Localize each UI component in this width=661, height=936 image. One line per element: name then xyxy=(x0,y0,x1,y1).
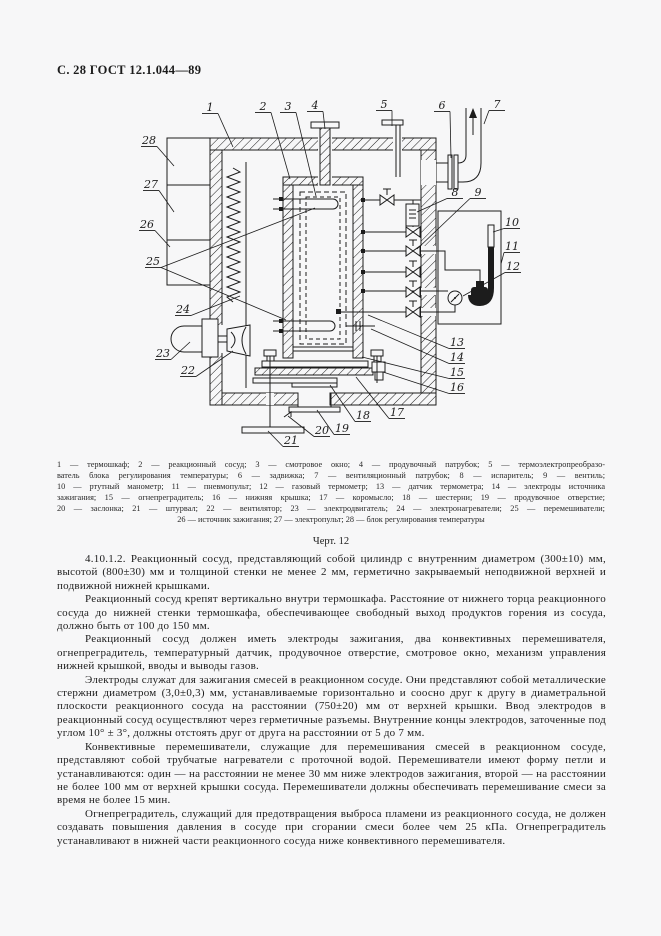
callout-number-25: 25 xyxy=(145,255,160,268)
control-units xyxy=(166,137,211,286)
callout-number-21: 21 xyxy=(283,434,298,447)
callout-number-16: 16 xyxy=(450,381,464,394)
paragraph: 4.10.1.2. Реакционный сосуд, представляю… xyxy=(57,553,606,592)
legend-line: 20 — заслонка; 21 — штурвал; 22 — вентил… xyxy=(57,504,605,513)
callout-number-19: 19 xyxy=(335,422,349,435)
paragraph: Огнепреградитель, служащий для предотвра… xyxy=(57,807,606,847)
callout-number-13: 13 xyxy=(450,336,464,349)
callout-number-4: 4 xyxy=(311,99,319,112)
legend-line: 1 — термошкаф; 2 — реакционный сосуд; 3 … xyxy=(57,460,605,469)
callout-number-26: 26 xyxy=(139,218,154,231)
paragraph: Реакционный сосуд крепят вертикально вну… xyxy=(57,593,606,633)
callout-number-5: 5 xyxy=(381,98,388,111)
paragraph: Электроды служат для зажигания смесей в … xyxy=(57,673,606,740)
callout-number-22: 22 xyxy=(180,364,195,377)
figure-legend: 1 — термошкаф; 2 — реакционный сосуд; 3 … xyxy=(57,459,605,525)
pneumatic-panel xyxy=(437,210,502,325)
purge-branch-pipe xyxy=(310,121,340,186)
callout-number-28: 28 xyxy=(141,134,156,147)
figure-number: Черт. 12 xyxy=(312,536,350,547)
callout-number-20: 20 xyxy=(314,424,329,437)
electric-motor xyxy=(170,318,227,358)
valve-manifold xyxy=(379,188,421,318)
callout-number-27: 27 xyxy=(143,178,158,191)
callout-number-6: 6 xyxy=(439,99,446,112)
gas-lines xyxy=(336,198,437,314)
page-header: С. 28 ГОСТ 12.1.044—89 xyxy=(57,63,202,77)
evaporator xyxy=(405,200,420,227)
thermo-probe xyxy=(381,119,404,177)
gas-thermometer-gauge xyxy=(447,290,463,306)
callout-number-3: 3 xyxy=(285,100,292,113)
callout-number-11: 11 xyxy=(505,240,519,253)
callout-number-10: 10 xyxy=(505,216,519,229)
stirrer-loops xyxy=(273,197,339,333)
legend-line: 26 — источник зажигания; 27 — электропул… xyxy=(177,515,485,524)
callout-number-2: 2 xyxy=(259,100,267,113)
body-text: 4.10.1.2. Реакционный сосуд, представляю… xyxy=(57,553,606,848)
callout-number-18: 18 xyxy=(356,409,370,422)
callout-number-17: 17 xyxy=(390,406,404,419)
callout-number-12: 12 xyxy=(506,260,520,273)
mercury-manometer xyxy=(468,224,495,307)
handwheel xyxy=(241,356,305,434)
callout-number-24: 24 xyxy=(175,303,190,316)
ignition-electrodes xyxy=(346,321,375,331)
fan xyxy=(226,324,251,357)
bottom-lid-assembly xyxy=(252,349,386,418)
callout-number-15: 15 xyxy=(450,366,464,379)
callout-number-9: 9 xyxy=(475,186,482,199)
paragraph: Реакционный сосуд должен иметь электроды… xyxy=(57,633,606,673)
paragraph: Конвективные перемешиватели, служащие дл… xyxy=(57,740,606,807)
legend-line: зажигания; 15 — огнепреградитель; 16 — н… xyxy=(57,493,605,502)
gate-valve-and-vent-pipe xyxy=(436,108,482,190)
callout-number-23: 23 xyxy=(155,347,170,360)
callout-number-7: 7 xyxy=(494,98,501,111)
legend-line: 10 — ртутный манометр; 11 — пневмопульт;… xyxy=(57,482,605,491)
legend-line: ватель блока регулирования температуры; … xyxy=(57,471,605,480)
figure-diagram: 1234567891011121314151617181920212223242… xyxy=(139,98,521,447)
callout-number-8: 8 xyxy=(452,186,459,199)
callout-number-1: 1 xyxy=(207,101,214,114)
callout-number-14: 14 xyxy=(450,351,464,364)
